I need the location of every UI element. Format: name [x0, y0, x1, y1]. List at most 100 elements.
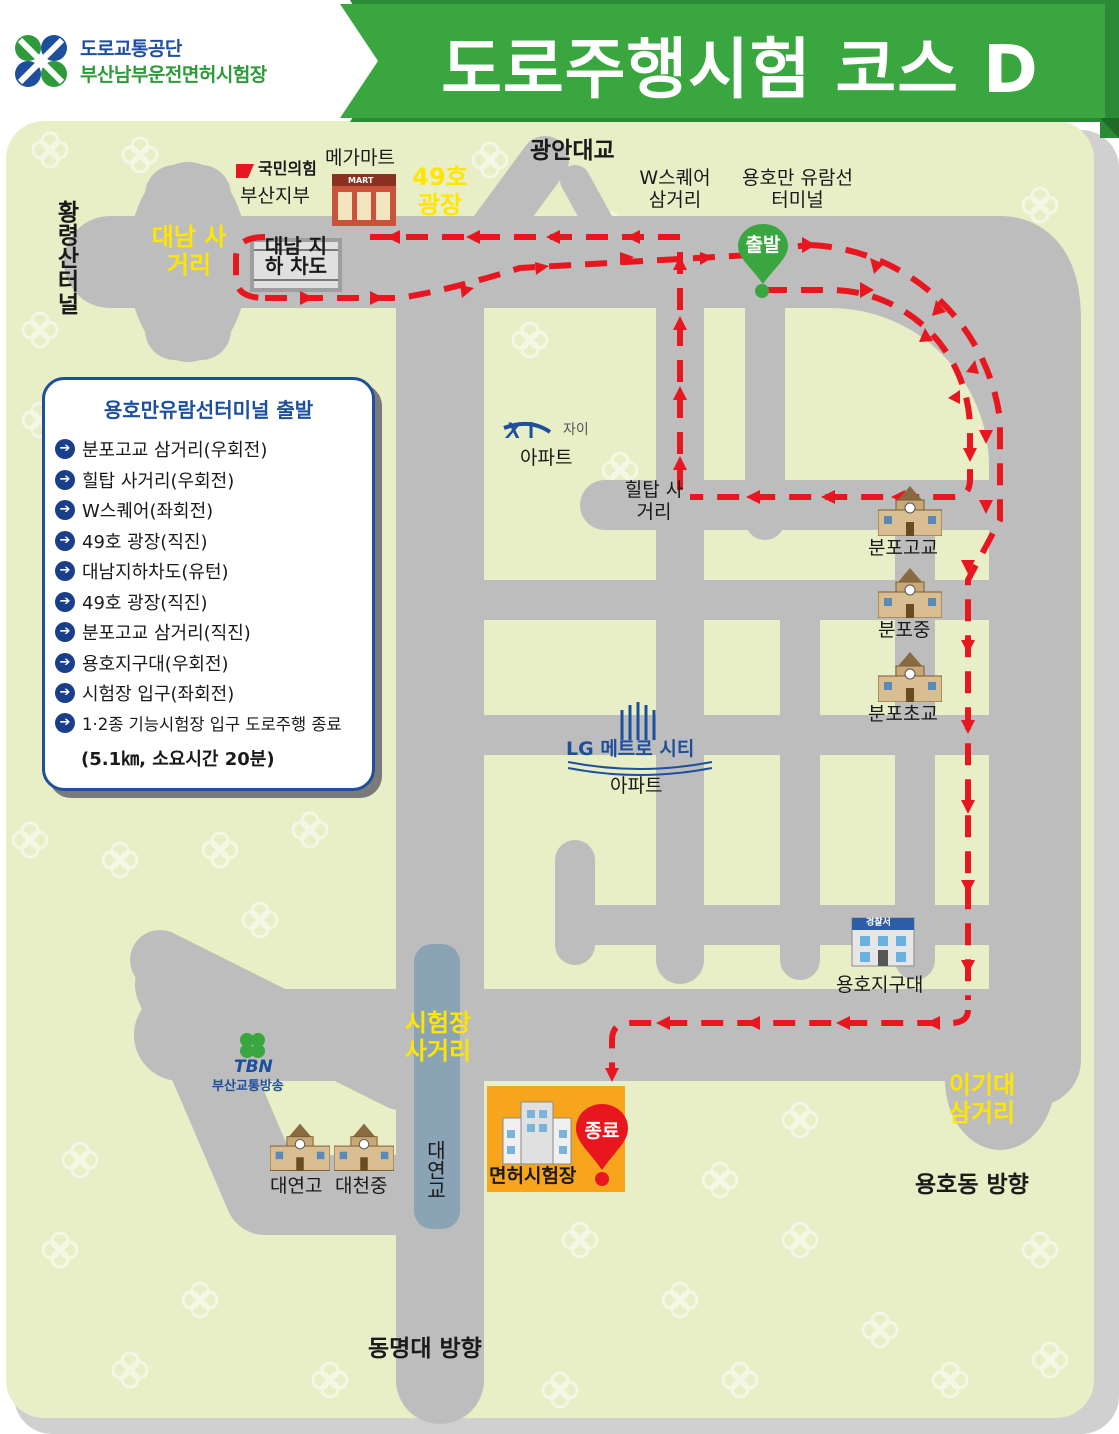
label-hwangryeong-tunnel: 황령산터널 [52, 200, 79, 315]
school-icon-daeyeon-high [270, 1123, 330, 1171]
arrow-right-icon: ➔ [55, 561, 75, 581]
legend-item: ➔ 분포고교 삼거리(직진) [55, 619, 251, 645]
license-center-building-icon [502, 1101, 572, 1165]
clover-logo-icon [15, 35, 67, 87]
label-bunpo-elem: 분포초교 [868, 703, 938, 725]
xi-logo: X i [503, 418, 552, 443]
daeyeon-river [414, 944, 460, 1229]
start-dot [755, 284, 769, 298]
legend-note: (5.1㎞, 소요시간 20분) [81, 749, 275, 770]
arrow-right-icon: ➔ [55, 439, 75, 459]
tbn-clover [240, 1033, 265, 1058]
school-icon-bunpo-elem [878, 652, 942, 702]
megamart-icon [332, 174, 396, 226]
label-bunpo-middle: 분포중 [878, 619, 931, 641]
label-dongmyeong-direction: 동명대 방향 [368, 1336, 482, 1362]
lg-waves [567, 761, 713, 776]
legend-item: ➔ 시험장 입구(좌회전) [55, 680, 234, 706]
label-hilltop-junction: 힐탑 사거리 [624, 479, 684, 523]
label-daeyeon-high: 대연고 [270, 1175, 323, 1197]
label-bunpo-high: 분포고교 [868, 537, 938, 559]
legend-item-text: 분포고교 삼거리(우회전) [82, 440, 268, 461]
legend-item-text: W스퀘어(좌회전) [82, 501, 214, 522]
start-pin: 출발 [736, 222, 790, 286]
title-banner [340, 0, 1119, 138]
label-daecheon-middle: 대천중 [335, 1175, 388, 1197]
legend-item-text: 시험장 입구(좌회전) [82, 684, 235, 705]
label-w-square: W스퀘어 삼거리 [639, 167, 711, 211]
legend-item: ➔ 49호 광장(직진) [55, 589, 207, 615]
arrow-right-icon: ➔ [55, 712, 75, 733]
label-tbn-brand: TBN [234, 1057, 273, 1077]
route-seg-uturn [233, 234, 266, 301]
road-bottom-right-blob [945, 1010, 1055, 1150]
label-lg-brand: LG 메트로 시티 [566, 738, 695, 760]
police-building-icon [851, 917, 915, 967]
legend-item: ➔힐탑 사거리(우회전) [55, 467, 234, 493]
route-seg-inner-curve [690, 287, 973, 500]
school-icon-daecheon-middle [334, 1123, 394, 1171]
label-yonghoman-terminal: 용호만 유람선터미널 [742, 167, 853, 211]
start-pin-label: 출발 [745, 234, 781, 256]
school-icon-bunpo-middle [878, 568, 942, 618]
arrow-right-icon: ➔ [55, 622, 75, 642]
legend-item-text: 분포고교 삼거리(직진) [82, 623, 251, 644]
end-pin-label: 종료 [584, 1120, 620, 1142]
legend-item: ➔ 대남지하차도(유턴) [55, 558, 229, 584]
label-daeyeon-bridge: 대연교 [423, 1140, 447, 1200]
arrow-right-icon: ➔ [55, 469, 75, 490]
road-gwangan-ramp2 [560, 165, 635, 277]
label-xi-brand: 자이 [563, 422, 589, 438]
map-pin-icon [576, 1104, 628, 1170]
legend-item-text: 49호 광장(직진) [82, 592, 208, 614]
label-police-sign: 경찰서 [866, 918, 891, 928]
arrow-right-icon: ➔ [55, 500, 75, 520]
arrow-right-icon: ➔ [55, 591, 75, 612]
legend-item: ➔ 49호 광장(직진) [55, 528, 207, 554]
lg-skyline-icon [620, 702, 656, 740]
end-pin: 종료 [574, 1102, 630, 1172]
road-top-main [64, 216, 1081, 1106]
legend-title: 용호만유람선터미널 출발 [103, 398, 314, 422]
arrow-right-icon: ➔ [55, 652, 75, 673]
label-tbn-name: 부산교통방송 [212, 1079, 284, 1094]
underpass-icon [250, 238, 342, 292]
route-seg-outer-curve [809, 242, 1003, 1000]
route-seg-east [265, 252, 751, 301]
label-gwangan-bridge: 광안대교 [530, 138, 615, 164]
route-seg-bottom-west [609, 1009, 971, 1075]
legend-item-text: 용호지구대(우회전) [82, 653, 229, 675]
label-xi-apt: 아파트 [520, 447, 573, 469]
legend-item: ➔ 분포고교 삼거리(우회전) [55, 436, 267, 462]
label-party-branch: 부산지부 [240, 185, 310, 207]
road-gwangan-ramp [446, 136, 569, 286]
org-site-name: 부산남부운전면허시험장 [80, 64, 267, 86]
map-pin-icon [738, 224, 788, 284]
label-igidae-junction: 이기대 삼거리 [948, 1071, 1016, 1127]
road-lower-diag2 [130, 930, 430, 1110]
label-daenam-junction: 대남 사거리 [151, 223, 227, 279]
svg-text:X: X [504, 418, 522, 443]
arrow-right-icon: ➔ [55, 683, 75, 703]
label-test-junction: 시험장 사거리 [404, 1009, 472, 1065]
label-party-name: 국민의힘 [258, 159, 317, 178]
end-dot [595, 1172, 609, 1186]
legend-item-text: 49호 광장(직진) [82, 531, 208, 553]
org-name: 도로교통공단 [80, 38, 182, 60]
road-lower-diag [135, 945, 480, 1235]
label-daenam-underpass: 대남 지하 차도 [264, 234, 328, 278]
legend-item: ➔ 1·2종 기능시험장 입구 도로주행 종료 [55, 711, 342, 735]
label-megamart: 메가마트 [325, 147, 395, 169]
arrow-right-icon: ➔ [55, 530, 75, 551]
road-daenam-vert [145, 165, 231, 360]
svg-text:i: i [528, 418, 534, 443]
label-yongho-police: 용호지구대 [836, 974, 924, 996]
legend-item-text: 대남지하차도(유턴) [82, 562, 229, 583]
party-logo [236, 164, 254, 178]
legend-item-text: 1·2종 기능시험장 입구 도로주행 종료 [82, 714, 342, 734]
legend-item: ➔ 용호지구대(우회전) [55, 650, 229, 676]
route-legend: 용호만유람선터미널 출발 ➔분포고교 삼거리(우회전)➔힐탑 사거리(우회전)➔… [42, 377, 375, 791]
school-icon-bunpo-high [878, 486, 942, 536]
label-lg-apt: 아파트 [610, 775, 663, 797]
label-plaza-49: 49호 광장 [412, 163, 468, 219]
